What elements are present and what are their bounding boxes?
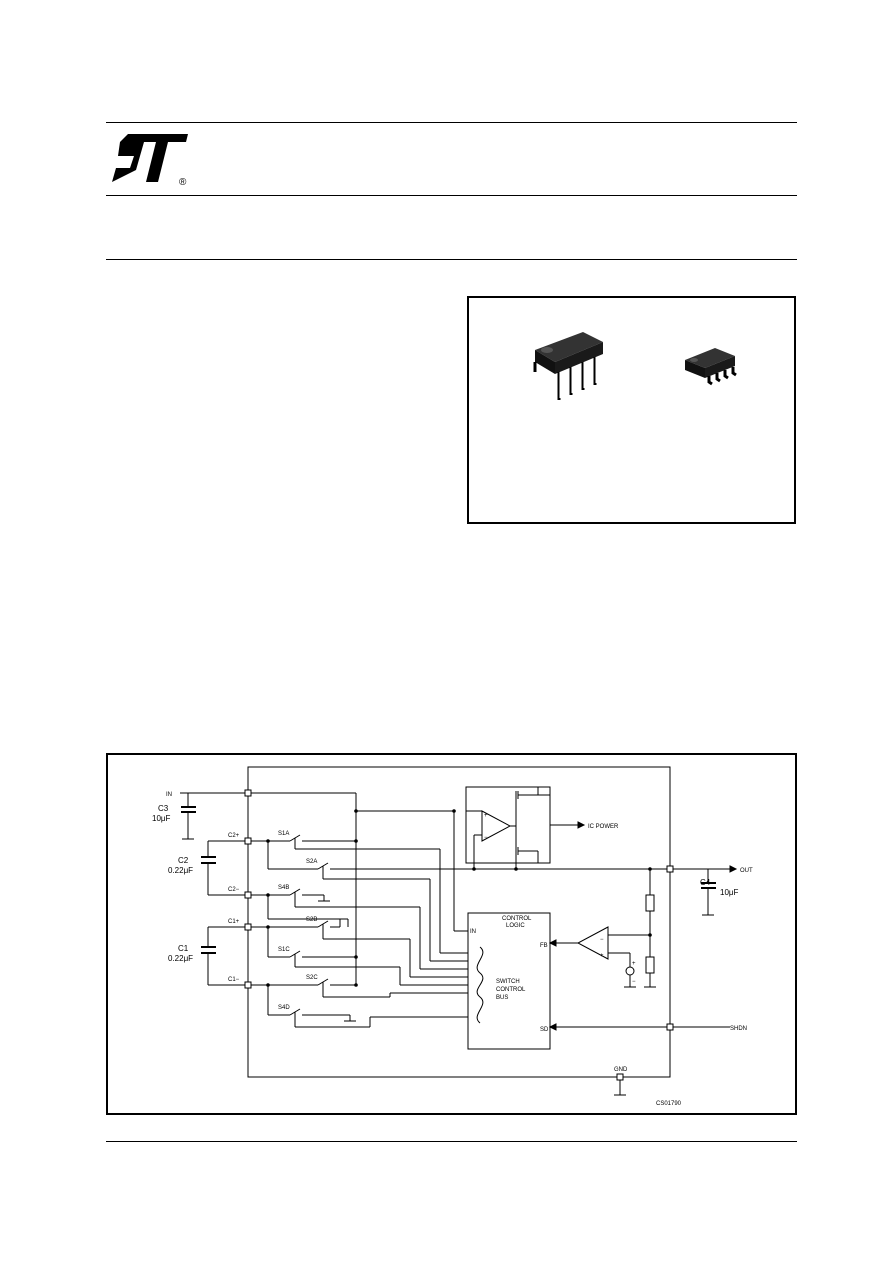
error-amp-plus-sign: + [600, 953, 604, 959]
package-illustration-box [467, 296, 796, 524]
control-in-label: IN [470, 929, 476, 935]
chip-outline [247, 766, 671, 1078]
header-bottom-rule [106, 259, 797, 260]
c3-value: 10μF [152, 814, 171, 823]
error-amp-minus-sign: − [600, 937, 604, 943]
in-label: IN [166, 792, 172, 798]
switch-bus-label-3: BUS [496, 995, 508, 1001]
gnd-label: GND [614, 1067, 628, 1073]
c4-value: 10μF [720, 888, 739, 897]
st-logo: ® [106, 130, 190, 188]
footer-rule [106, 1141, 797, 1142]
control-logic-title-2: LOGIC [506, 923, 525, 929]
c1-label: C1 [178, 944, 189, 953]
control-sd-label: SD [540, 1027, 549, 1033]
so8-package-image [685, 348, 737, 386]
dip8-package-image [533, 332, 603, 400]
pin-c2p: C2+ [228, 833, 240, 839]
pin-c1p: C1+ [228, 919, 240, 925]
registered-mark: ® [179, 177, 187, 188]
out-label: OUT [740, 868, 753, 874]
pin-c2m: C2− [228, 887, 240, 893]
c2-label: C2 [178, 856, 189, 865]
switch-s1c: S1C [278, 947, 290, 953]
switch-bus-label-1: SWITCH [496, 979, 520, 985]
ic-power-label: IC POWER [588, 824, 619, 830]
c3-label: C3 [158, 804, 169, 813]
block-diagram: IN C3 10μF C2 0.22μF C1 0.22μF C4 10μF C… [106, 753, 797, 1115]
header-top-rule [106, 122, 797, 123]
switch-s1a: S1A [278, 831, 289, 837]
opamp-plus-sign: + [484, 813, 488, 819]
switch-s4b: S4B [278, 885, 289, 891]
control-fb-label: FB [540, 943, 548, 949]
figure-code: CS01790 [656, 1101, 682, 1107]
reference-minus-sign: − [632, 979, 636, 985]
switch-s4d: S4D [278, 1005, 290, 1011]
c2-value: 0.22μF [168, 866, 193, 875]
switch-s2a: S2A [306, 859, 317, 865]
control-logic-title-1: CONTROL [502, 916, 532, 922]
switch-s2c: S2C [306, 975, 318, 981]
c4-label: C4 [700, 878, 711, 887]
switch-s2b: S2B [306, 917, 317, 923]
c1-value: 0.22μF [168, 954, 193, 963]
st-logo-mark [112, 134, 188, 182]
pin-c1m: C1− [228, 977, 240, 983]
switch-bus-label-2: CONTROL [496, 987, 526, 993]
reference-plus-sign: + [632, 961, 636, 967]
block-diagram-svg: IN C3 10μF C2 0.22μF C1 0.22μF C4 10μF C… [152, 766, 753, 1107]
opamp-minus-sign: − [484, 835, 488, 841]
header-middle-rule [106, 195, 797, 196]
shdn-label: SHDN [730, 1026, 747, 1032]
